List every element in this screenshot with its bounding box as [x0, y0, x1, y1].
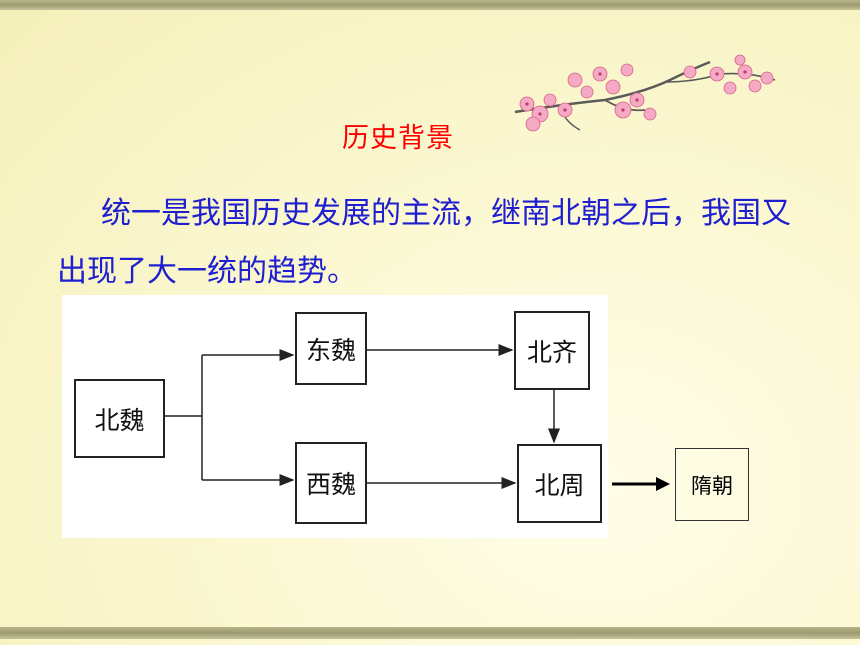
node-western-wei: 西魏: [295, 442, 367, 524]
arrow-to-sui-dynasty: [612, 477, 670, 491]
node-northern-wei: 北魏: [74, 379, 165, 458]
node-eastern-wei: 东魏: [295, 312, 367, 385]
node-sui-dynasty: 隋朝: [675, 448, 749, 521]
slide-title: 历史背景: [342, 123, 454, 154]
node-northern-zhou: 北周: [517, 444, 602, 523]
dynasty-flow-diagram: 北魏 东魏 西魏 北齐 北周: [62, 295, 608, 538]
bottom-border-band: [0, 627, 860, 639]
top-border-band: [0, 0, 860, 10]
node-northern-qi: 北齐: [514, 311, 590, 390]
intro-paragraph: 统一是我国历史发展的主流，继南北朝之后，我国又出现了大一统的趋势。: [57, 196, 791, 289]
diagram-connectors: [165, 344, 560, 489]
plum-blossom-decoration: [514, 54, 776, 132]
